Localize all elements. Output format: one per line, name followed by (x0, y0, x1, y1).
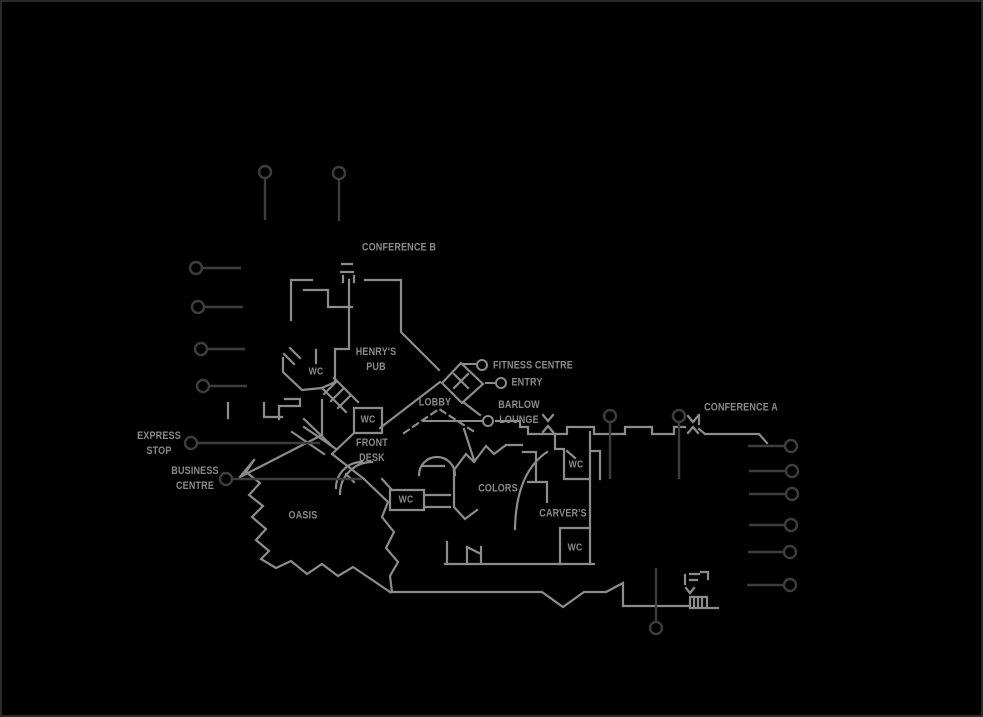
callout-pin-stems (198, 179, 786, 621)
wall-lobby-entry (378, 361, 485, 462)
callout-pin (602, 408, 618, 424)
wall-corridor-to-conference-a (553, 413, 769, 445)
wall-oasis-pool-edge (244, 458, 400, 594)
wall-barlow-lounge (417, 413, 557, 477)
callout-pin (190, 299, 206, 315)
label-henrys-pub: HENRY'S PUB (356, 345, 397, 375)
label-wc-center: WC (360, 413, 376, 426)
label-conference-a: CONFERENCE A (704, 401, 778, 414)
wall-conference-b (289, 262, 441, 384)
label-leaders-group (423, 359, 507, 427)
label-front-desk-line2: DESK (359, 452, 385, 464)
callout-pin (784, 486, 800, 502)
label-lobby: LOBBY (418, 396, 452, 409)
callout-pin (783, 517, 799, 533)
callout-pin (193, 341, 209, 357)
wall-lobby-dashed-path (402, 407, 475, 435)
label-entry: ENTRY (511, 376, 543, 389)
callout-pins-group (183, 164, 800, 636)
wall-front-desk (330, 431, 452, 512)
walls-group (226, 262, 769, 610)
wall-bottom-perimeter (388, 570, 720, 610)
label-henrys-pub-line2: PUB (366, 361, 386, 373)
callout-pin (188, 260, 204, 276)
label-colors: COLORS (478, 482, 518, 495)
callout-pin (648, 620, 664, 636)
label-business-centre-line1: BUSINESS (171, 465, 219, 477)
label-fitness-centre: FITNESS CENTRE (493, 359, 573, 372)
label-wc-carvers-bottom: WC (567, 541, 583, 554)
wall-colors-room (443, 443, 596, 566)
label-barlow-lounge: BARLOW LOUNGE (498, 398, 540, 428)
wall-carvers-room (553, 430, 602, 566)
label-wc-upper: WC (308, 365, 324, 378)
wall-wc-upper (281, 346, 324, 392)
label-henrys-pub-line1: HENRY'S (355, 346, 397, 358)
wall-wc-center-box (352, 406, 384, 435)
callout-pin (195, 378, 211, 394)
callout-pin (331, 165, 347, 181)
label-express-stop: EXPRESS STOP (137, 429, 181, 459)
entry-pin (495, 377, 507, 389)
leader-lines (423, 363, 495, 422)
callout-pin (782, 577, 798, 593)
wall-hatched-walkway (320, 376, 360, 414)
label-barlow-lounge-line2: LOUNGE (499, 414, 539, 426)
label-express-stop-line1: EXPRESS (137, 430, 181, 442)
label-business-centre-line2: CENTRE (175, 480, 215, 492)
label-oasis: OASIS (288, 509, 318, 522)
callout-pin (782, 544, 798, 560)
callout-pin (784, 463, 800, 479)
business-centre-pin (218, 471, 234, 487)
label-front-desk-line1: FRONT (356, 437, 388, 449)
fitness-centre-pin (476, 359, 488, 371)
label-barlow-lounge-line1: BARLOW (498, 399, 540, 411)
callout-pin (783, 438, 799, 454)
label-wc-lower: WC (398, 493, 414, 506)
label-business-centre: BUSINESS CENTRE (171, 464, 218, 494)
callout-pin (671, 408, 687, 424)
label-carvers: CARVER'S (539, 507, 587, 520)
callout-pin (257, 164, 273, 180)
express-stop-pin (183, 435, 199, 451)
label-front-desk: FRONT DESK (356, 436, 388, 466)
label-express-stop-line2: STOP (146, 445, 172, 457)
lounge-pin (482, 415, 494, 427)
label-conference-b: CONFERENCE B (361, 241, 437, 254)
label-wc-carvers-top: WC (568, 458, 584, 471)
